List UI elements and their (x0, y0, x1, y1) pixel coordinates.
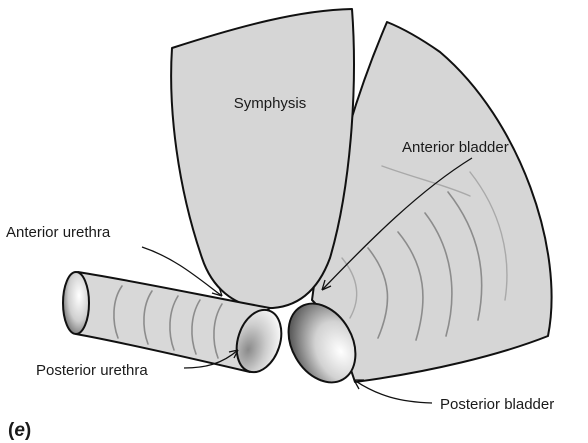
posterior-urethra-label: Posterior urethra (36, 362, 148, 379)
urethra-left-opening (63, 272, 89, 334)
panel-close: ) (25, 420, 31, 441)
anterior-bladder-label: Anterior bladder (402, 139, 509, 156)
posterior-bladder-leader (354, 380, 432, 403)
symphysis-shape (171, 9, 354, 308)
panel-label: (e) (8, 420, 31, 441)
posterior-bladder-label: Posterior bladder (440, 396, 554, 413)
symphysis-label: Symphysis (234, 95, 307, 112)
panel-letter: e (14, 420, 25, 441)
anterior-urethra-label: Anterior urethra (6, 224, 111, 241)
